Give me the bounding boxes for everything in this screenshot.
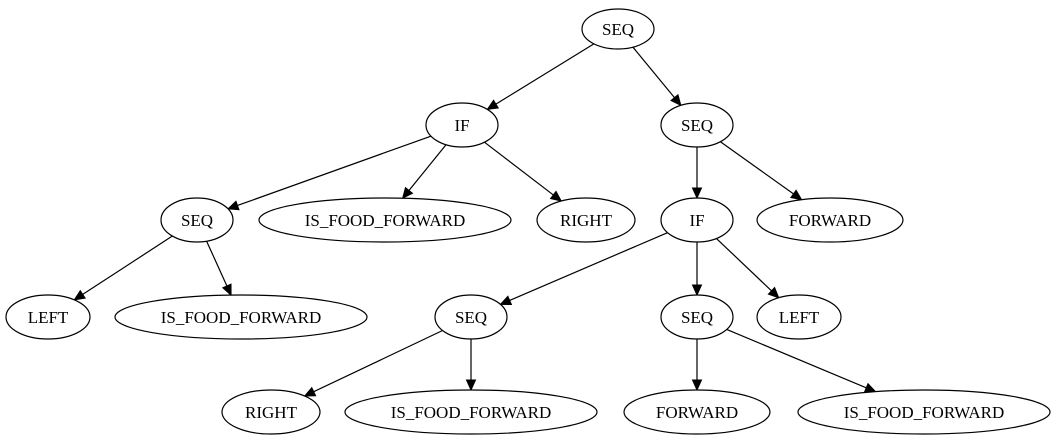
tree-edge (484, 141, 563, 202)
arrowhead-icon (767, 286, 780, 299)
node-ellipse (344, 389, 598, 435)
tree-node-if: IF (660, 197, 734, 243)
edge-line (726, 328, 867, 389)
node-ellipse (434, 294, 508, 340)
tree-node-is-food-forward: IS_FOOD_FORWARD (258, 197, 512, 243)
nodes-layer: SEQ IF SEQ SEQ IS_FOOD_FORWARD RIGHT IF FORWARD… (5, 8, 1051, 435)
tree-node-seq: SEQ (581, 8, 655, 50)
arrowhead-icon (670, 93, 682, 107)
tree-edge (716, 238, 780, 299)
tree-node-forward: FORWARD (623, 389, 771, 435)
node-ellipse (756, 294, 842, 340)
node-label: LEFT (779, 308, 820, 327)
edges-layer (73, 43, 877, 397)
arrowhead-icon (226, 200, 240, 211)
tree-edge (499, 232, 668, 306)
tree-node-right: RIGHT (536, 197, 636, 243)
node-ellipse (660, 102, 734, 148)
edge-line (509, 232, 668, 301)
node-label: IF (454, 116, 469, 135)
tree-edge (486, 43, 595, 111)
arrowhead-icon (691, 379, 703, 392)
node-label: IS_FOOD_FORWARD (305, 211, 466, 230)
tree-edge (691, 242, 703, 297)
edge-line (206, 240, 228, 287)
node-label: SEQ (602, 20, 634, 39)
node-ellipse (660, 197, 734, 243)
tree-edge (632, 46, 682, 107)
edge-line (495, 43, 595, 105)
node-ellipse (114, 294, 368, 340)
arrowhead-icon (691, 284, 703, 297)
tree-edge (720, 141, 803, 201)
node-label: SEQ (681, 116, 713, 135)
arrowhead-icon (790, 189, 803, 201)
node-ellipse (221, 389, 321, 435)
node-ellipse (425, 102, 499, 148)
node-label: IS_FOOD_FORWARD (844, 403, 1005, 422)
node-label: SEQ (181, 211, 213, 230)
tree-node-seq: SEQ (160, 197, 234, 243)
tree-edge (465, 339, 477, 392)
tree-node-left: LEFT (756, 294, 842, 340)
tree-node-left: LEFT (5, 294, 91, 340)
tree-node-is-food-forward: IS_FOOD_FORWARD (797, 389, 1051, 435)
edge-line (82, 235, 173, 295)
arrowhead-icon (465, 379, 477, 392)
node-label: IS_FOOD_FORWARD (161, 308, 322, 327)
node-label: RIGHT (560, 211, 613, 230)
node-ellipse (5, 294, 91, 340)
tree-edge (691, 147, 703, 200)
node-ellipse (258, 197, 512, 243)
tree-edge (73, 235, 173, 301)
tree-node-forward: FORWARD (756, 197, 904, 243)
arrowhead-icon (863, 382, 877, 393)
node-label: SEQ (681, 308, 713, 327)
tree-node-seq: SEQ (660, 294, 734, 340)
edge-line (720, 141, 794, 195)
node-label: SEQ (455, 308, 487, 327)
edge-line (484, 141, 554, 196)
arrowhead-icon (549, 190, 563, 202)
arrowhead-icon (691, 187, 703, 200)
node-ellipse (536, 197, 636, 243)
tree-edge (303, 329, 443, 397)
node-label: FORWARD (656, 403, 738, 422)
tree-node-seq: SEQ (434, 294, 508, 340)
node-ellipse (160, 197, 234, 243)
node-ellipse (581, 8, 655, 50)
tree-node-is-food-forward: IS_FOOD_FORWARD (344, 389, 598, 435)
edge-line (716, 238, 772, 292)
tree-edge (206, 240, 232, 297)
edge-line (313, 329, 443, 393)
tree-node-if: IF (425, 102, 499, 148)
node-label: LEFT (28, 308, 69, 327)
node-ellipse (660, 294, 734, 340)
edge-line (408, 144, 447, 191)
tree-node-seq: SEQ (660, 102, 734, 148)
edge-line (632, 46, 675, 99)
node-ellipse (623, 389, 771, 435)
tree-node-right: RIGHT (221, 389, 321, 435)
tree-node-is-food-forward: IS_FOOD_FORWARD (114, 294, 368, 340)
tree-edge (691, 339, 703, 392)
node-label: IS_FOOD_FORWARD (391, 403, 552, 422)
arrowhead-icon (486, 99, 500, 111)
arrowhead-icon (73, 289, 87, 301)
edge-line (237, 135, 432, 207)
arrowhead-icon (401, 186, 414, 200)
tree-edge (401, 144, 447, 200)
node-ellipse (797, 389, 1051, 435)
node-label: RIGHT (245, 403, 298, 422)
arrowhead-icon (221, 283, 232, 297)
arrowhead-icon (303, 386, 317, 397)
node-ellipse (756, 197, 904, 243)
node-label: IF (689, 211, 704, 230)
tree-edge (226, 135, 432, 211)
arrowhead-icon (499, 295, 513, 306)
node-label: FORWARD (789, 211, 871, 230)
